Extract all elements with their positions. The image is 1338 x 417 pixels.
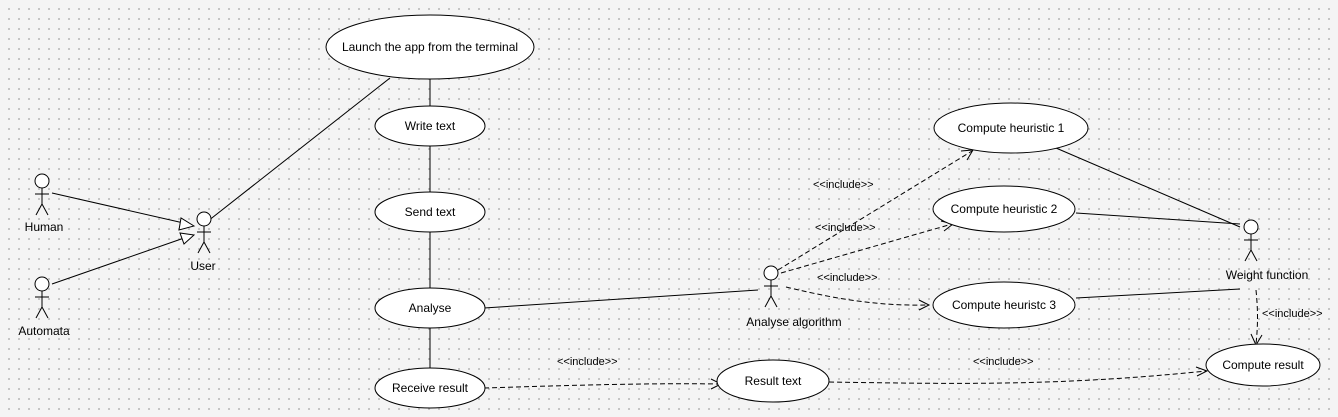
include-label: <<include>>: [1262, 308, 1323, 320]
include-weight-computeresult[interactable]: [1255, 289, 1258, 345]
include-resulttext-computeresult[interactable]: [828, 370, 1207, 384]
use-case-label: Analyse: [409, 301, 452, 315]
actor-weight-function[interactable]: Weight function: [1226, 219, 1309, 282]
use-case-heuristic-1[interactable]: Compute heuristic 1: [933, 102, 1089, 154]
include-label: <<include>>: [557, 356, 618, 368]
include-algorithm-h2[interactable]: [780, 223, 953, 274]
actor-figure-icon: [34, 173, 50, 216]
actor-figure-icon: [763, 265, 779, 308]
include-label: <<include>>: [815, 222, 876, 234]
actor-user[interactable]: User: [190, 211, 216, 273]
assoc-analyse-algorithm[interactable]: [483, 289, 759, 309]
include-label: <<include>>: [817, 272, 878, 284]
use-case-label: Compute heuristic 1: [958, 121, 1065, 135]
include-label: <<include>>: [813, 179, 874, 191]
generalization-arrowhead: [179, 232, 196, 245]
assoc-user-launch[interactable]: [207, 77, 391, 222]
assoc-weight-h2[interactable]: [1075, 212, 1241, 225]
actor-label: Weight function: [1226, 268, 1309, 282]
actor-figure-icon: [196, 211, 212, 254]
generalization-arrowhead: [178, 217, 196, 231]
use-case-analyse[interactable]: Analyse: [374, 287, 486, 329]
use-case-label: Send text: [405, 205, 456, 219]
use-case-heuristic-2[interactable]: Compute heuristic 2: [932, 185, 1076, 233]
use-case-label: Compute heuristc 3: [952, 298, 1056, 312]
include-label: <<include>>: [973, 356, 1034, 368]
include-algorithm-h3[interactable]: [785, 286, 929, 306]
use-case-write-text[interactable]: Write text: [374, 105, 486, 147]
actors: Human Automata User: [18, 173, 1309, 338]
actor-label: User: [190, 259, 215, 273]
actor-automata[interactable]: Automata: [18, 276, 70, 338]
use-case-launch[interactable]: Launch the app from the terminal: [325, 14, 535, 80]
generalization-human-user[interactable]: [51, 192, 189, 225]
assoc-weight-h3[interactable]: [1075, 288, 1241, 299]
use-case-receive-result[interactable]: Receive result: [374, 367, 486, 409]
generalization-automata-user[interactable]: [51, 236, 188, 285]
include-algorithm-h1[interactable]: [777, 150, 973, 271]
actor-human[interactable]: Human: [25, 173, 64, 234]
actor-analyse-algorithm[interactable]: Analyse algorithm: [746, 265, 842, 329]
actor-figure-icon: [34, 276, 50, 319]
use-case-compute-result[interactable]: Compute result: [1205, 343, 1321, 387]
assoc-weight-h1[interactable]: [1055, 147, 1241, 228]
include-receive-resulttext[interactable]: [483, 383, 721, 389]
use-case-label: Compute heuristic 2: [951, 202, 1058, 216]
use-case-label: Result text: [745, 374, 802, 388]
actor-label: Analyse algorithm: [746, 315, 841, 329]
actor-figure-icon: [1243, 219, 1259, 262]
generalizations: [51, 192, 196, 285]
use-case-label: Launch the app from the terminal: [342, 40, 518, 54]
actor-label: Human: [25, 220, 64, 234]
use-case-label: Compute result: [1222, 358, 1304, 372]
associations: [207, 77, 1241, 369]
use-case-send-text[interactable]: Send text: [374, 191, 486, 233]
arrowhead-icon: [918, 299, 931, 311]
actor-label: Automata: [18, 324, 70, 338]
stereotype-labels: <<include>> <<include>> <<include>> <<in…: [557, 179, 1323, 368]
use-case-label: Receive result: [392, 381, 469, 395]
use-case-heuristic-3[interactable]: Compute heuristc 3: [932, 281, 1076, 329]
use-cases: Launch the app from the terminal Write t…: [325, 14, 1321, 409]
arrowhead-icon: [1195, 366, 1209, 377]
use-case-label: Write text: [405, 119, 456, 133]
use-case-result-text[interactable]: Result text: [716, 359, 830, 403]
